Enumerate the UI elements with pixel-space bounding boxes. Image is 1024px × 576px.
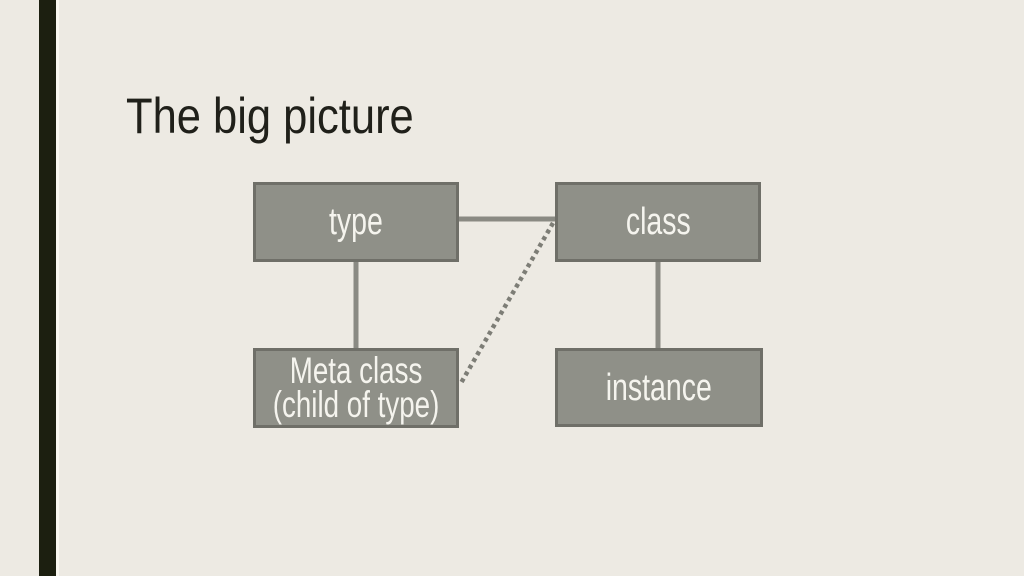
slide-title: The big picture — [126, 87, 414, 144]
node-instance: instance — [555, 348, 763, 427]
node-meta-class-line1: Meta class — [289, 350, 423, 391]
node-type: type — [253, 182, 459, 262]
connector-class-meta-dashed — [459, 221, 555, 385]
node-meta-class-label: Meta class (child of type) — [272, 352, 440, 425]
node-instance-label: instance — [605, 366, 713, 409]
node-type-label: type — [329, 201, 383, 243]
accent-bar — [39, 0, 59, 576]
node-class: class — [555, 182, 761, 262]
node-meta-class-line2: (child of type) — [272, 384, 440, 425]
node-class-label: class — [625, 201, 691, 243]
node-meta-class: Meta class (child of type) — [253, 348, 459, 428]
